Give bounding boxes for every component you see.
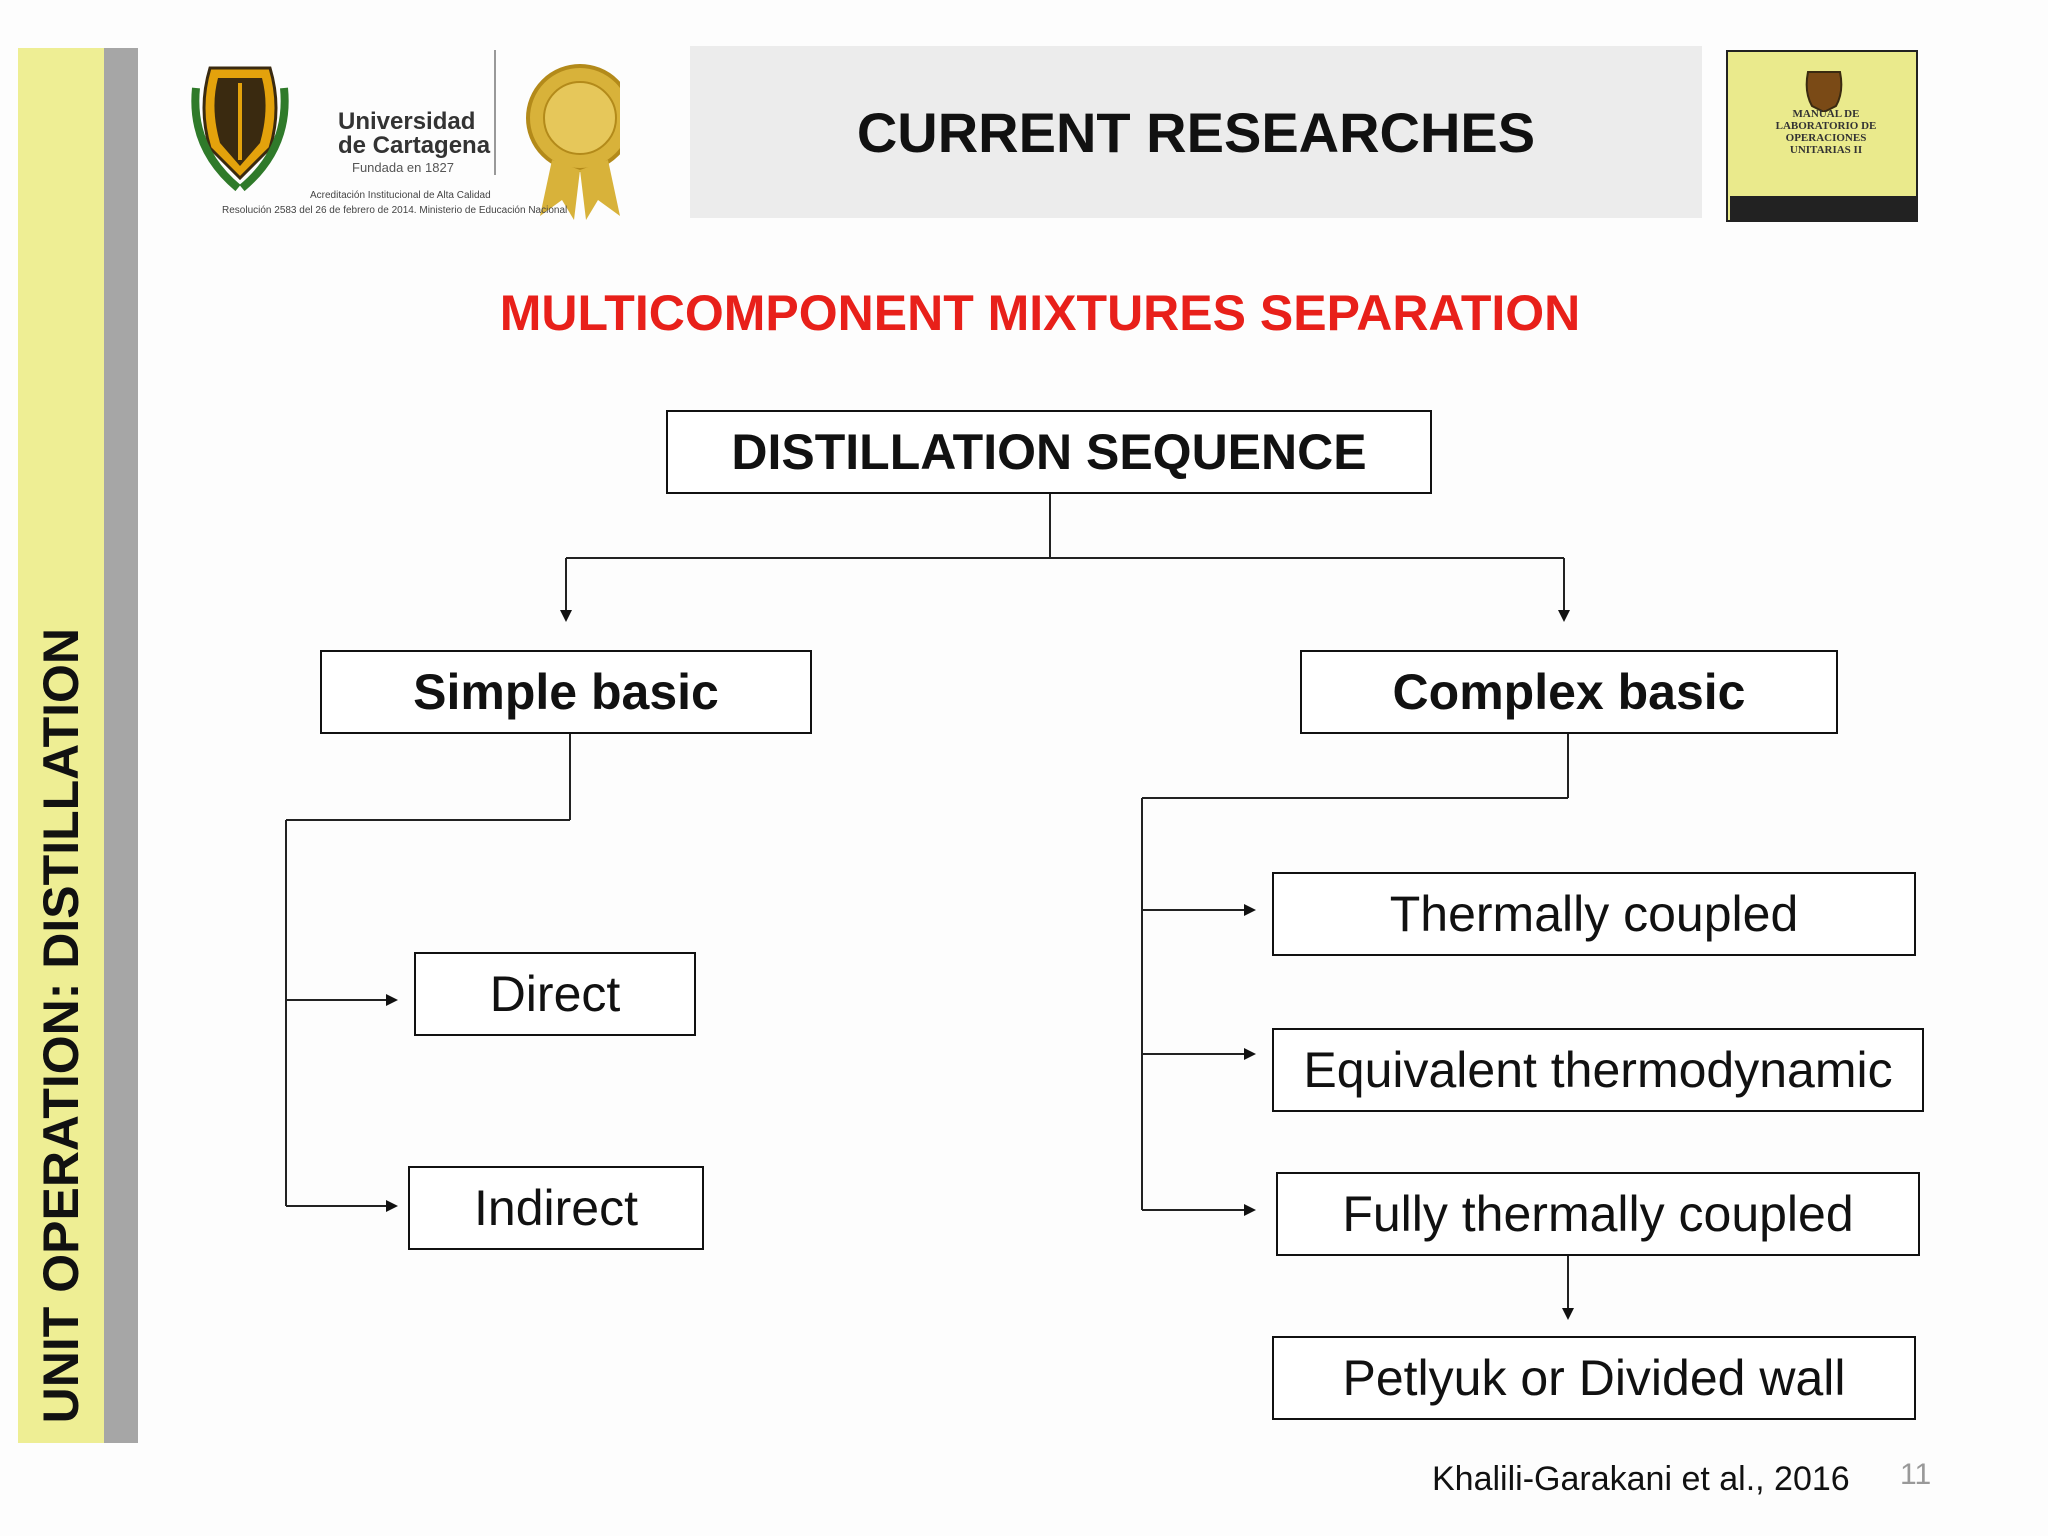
- petlyuk-box: Petlyuk or Divided wall: [1272, 1336, 1916, 1420]
- distillation-sequence-box: DISTILLATION SEQUENCE: [666, 410, 1432, 494]
- citation: Khalili-Garakani et al., 2016: [1432, 1460, 1850, 1498]
- subtitle: MULTICOMPONENT MIXTURES SEPARATION: [499, 285, 1581, 341]
- complex-basic-box: Complex basic: [1300, 650, 1838, 734]
- logo-graphics: [191, 64, 634, 220]
- page-number: 11: [1900, 1458, 1932, 1491]
- sidebar-shadow: [104, 48, 138, 1443]
- direct-box: Direct: [414, 952, 696, 1036]
- header-title: CURRENT RESEARCHES: [856, 100, 1536, 164]
- book-title: MANUAL DE LABORATORIO DE OPERACIONES UNI…: [1775, 108, 1877, 156]
- university-logo: [190, 48, 634, 228]
- thermally-coupled-box: Thermally coupled: [1272, 872, 1916, 956]
- gold-seal-icon: [526, 64, 634, 220]
- equivalent-thermodynamic-box: Equivalent thermodynamic: [1272, 1028, 1924, 1112]
- book-crest-icon: [1805, 71, 1843, 114]
- crest-icon: [191, 66, 289, 192]
- university-name-line2: de Cartagena: [338, 132, 491, 159]
- logo-divider: [494, 50, 496, 175]
- book-cover: [1726, 50, 1918, 222]
- sidebar-band: [18, 48, 104, 1443]
- university-founded: Fundada en 1827: [352, 160, 454, 175]
- header-band: CURRENT RESEARCHES: [690, 46, 1702, 218]
- indirect-box: Indirect: [408, 1166, 704, 1250]
- accreditation-line1: Acreditación Institucional de Alta Calid…: [310, 190, 491, 201]
- university-name-line1: Universidad: [338, 108, 476, 135]
- accreditation-line2: Resolución 2583 del 26 de febrero de 201…: [222, 205, 568, 216]
- simple-basic-box: Simple basic: [320, 650, 812, 734]
- fully-thermally-coupled-box: Fully thermally coupled: [1276, 1172, 1920, 1256]
- book-footer-band: [1730, 196, 1916, 220]
